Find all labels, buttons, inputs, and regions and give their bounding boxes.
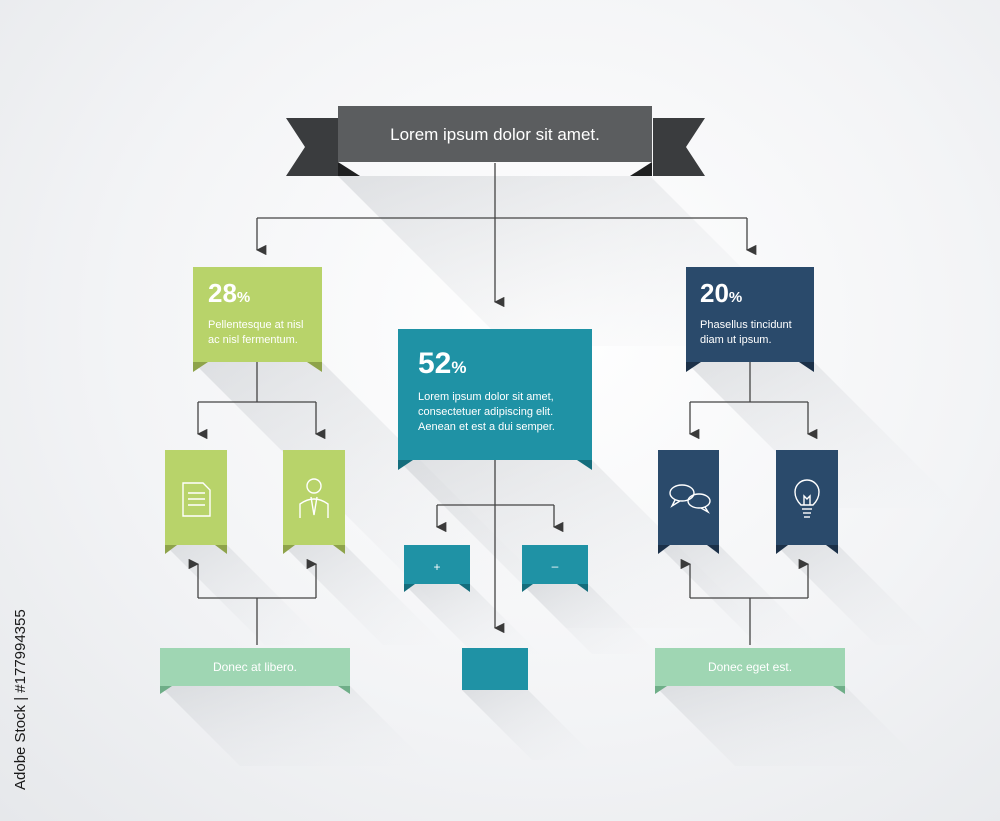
right-child-chat <box>658 450 719 554</box>
left-box-text-line1: Pellentesque at nisl <box>208 319 303 331</box>
right-percent-value: 20 <box>700 278 729 308</box>
bottom-left-text: Donec at libero. <box>213 660 297 674</box>
person-icon <box>299 478 329 518</box>
left-child-person <box>283 450 345 554</box>
center-percent-value: 52 <box>418 347 451 380</box>
right-box-text-line1: Phasellus tincidunt <box>700 319 792 331</box>
center-percent-box: 52% Lorem ipsum dolor sit amet, consecte… <box>398 329 592 470</box>
left-box-text-line2: ac nisl fermentum. <box>208 334 298 346</box>
bottom-left-label: Donec at libero. <box>160 648 350 694</box>
center-percent-symbol: % <box>451 358 466 377</box>
lightbulb-icon <box>794 479 820 518</box>
svg-text:20%: 20% <box>700 278 742 308</box>
left-percent-value: 28 <box>208 278 237 308</box>
right-percent-symbol: % <box>729 289 742 306</box>
center-box-text-line1: Lorem ipsum dolor sit amet, <box>418 391 554 403</box>
plus-box: + <box>404 545 470 592</box>
minus-box: – <box>522 545 588 592</box>
plus-label: + <box>433 560 440 574</box>
center-box-text-line3: Aenean et est a dui semper. <box>418 421 555 433</box>
left-child-document <box>165 450 227 554</box>
bottom-right-label: Donec eget est. <box>655 648 845 694</box>
banner-title: Lorem ipsum dolor sit amet. <box>390 125 600 144</box>
speech-bubbles-icon <box>669 484 711 514</box>
left-percent-box: 28% Pellentesque at nisl ac nisl ferment… <box>193 267 322 372</box>
connectors <box>188 163 818 645</box>
right-box-text-line2: diam ut ipsum. <box>700 334 772 346</box>
svg-text:52%: 52% <box>418 347 467 380</box>
center-bottom-box <box>462 648 528 690</box>
svg-text:28%: 28% <box>208 278 250 308</box>
right-percent-box: 20% Phasellus tincidunt diam ut ipsum. <box>686 267 814 372</box>
bottom-right-text: Donec eget est. <box>708 660 792 674</box>
left-percent-symbol: % <box>237 289 250 306</box>
side-stock-text: Adobe Stock | #177994355 <box>12 609 29 790</box>
document-icon <box>182 482 211 517</box>
minus-label: – <box>552 559 559 573</box>
title-banner: Lorem ipsum dolor sit amet. <box>286 106 705 176</box>
center-box-text-line2: consectetuer adipiscing elit. <box>418 406 553 418</box>
right-child-bulb <box>776 450 838 554</box>
